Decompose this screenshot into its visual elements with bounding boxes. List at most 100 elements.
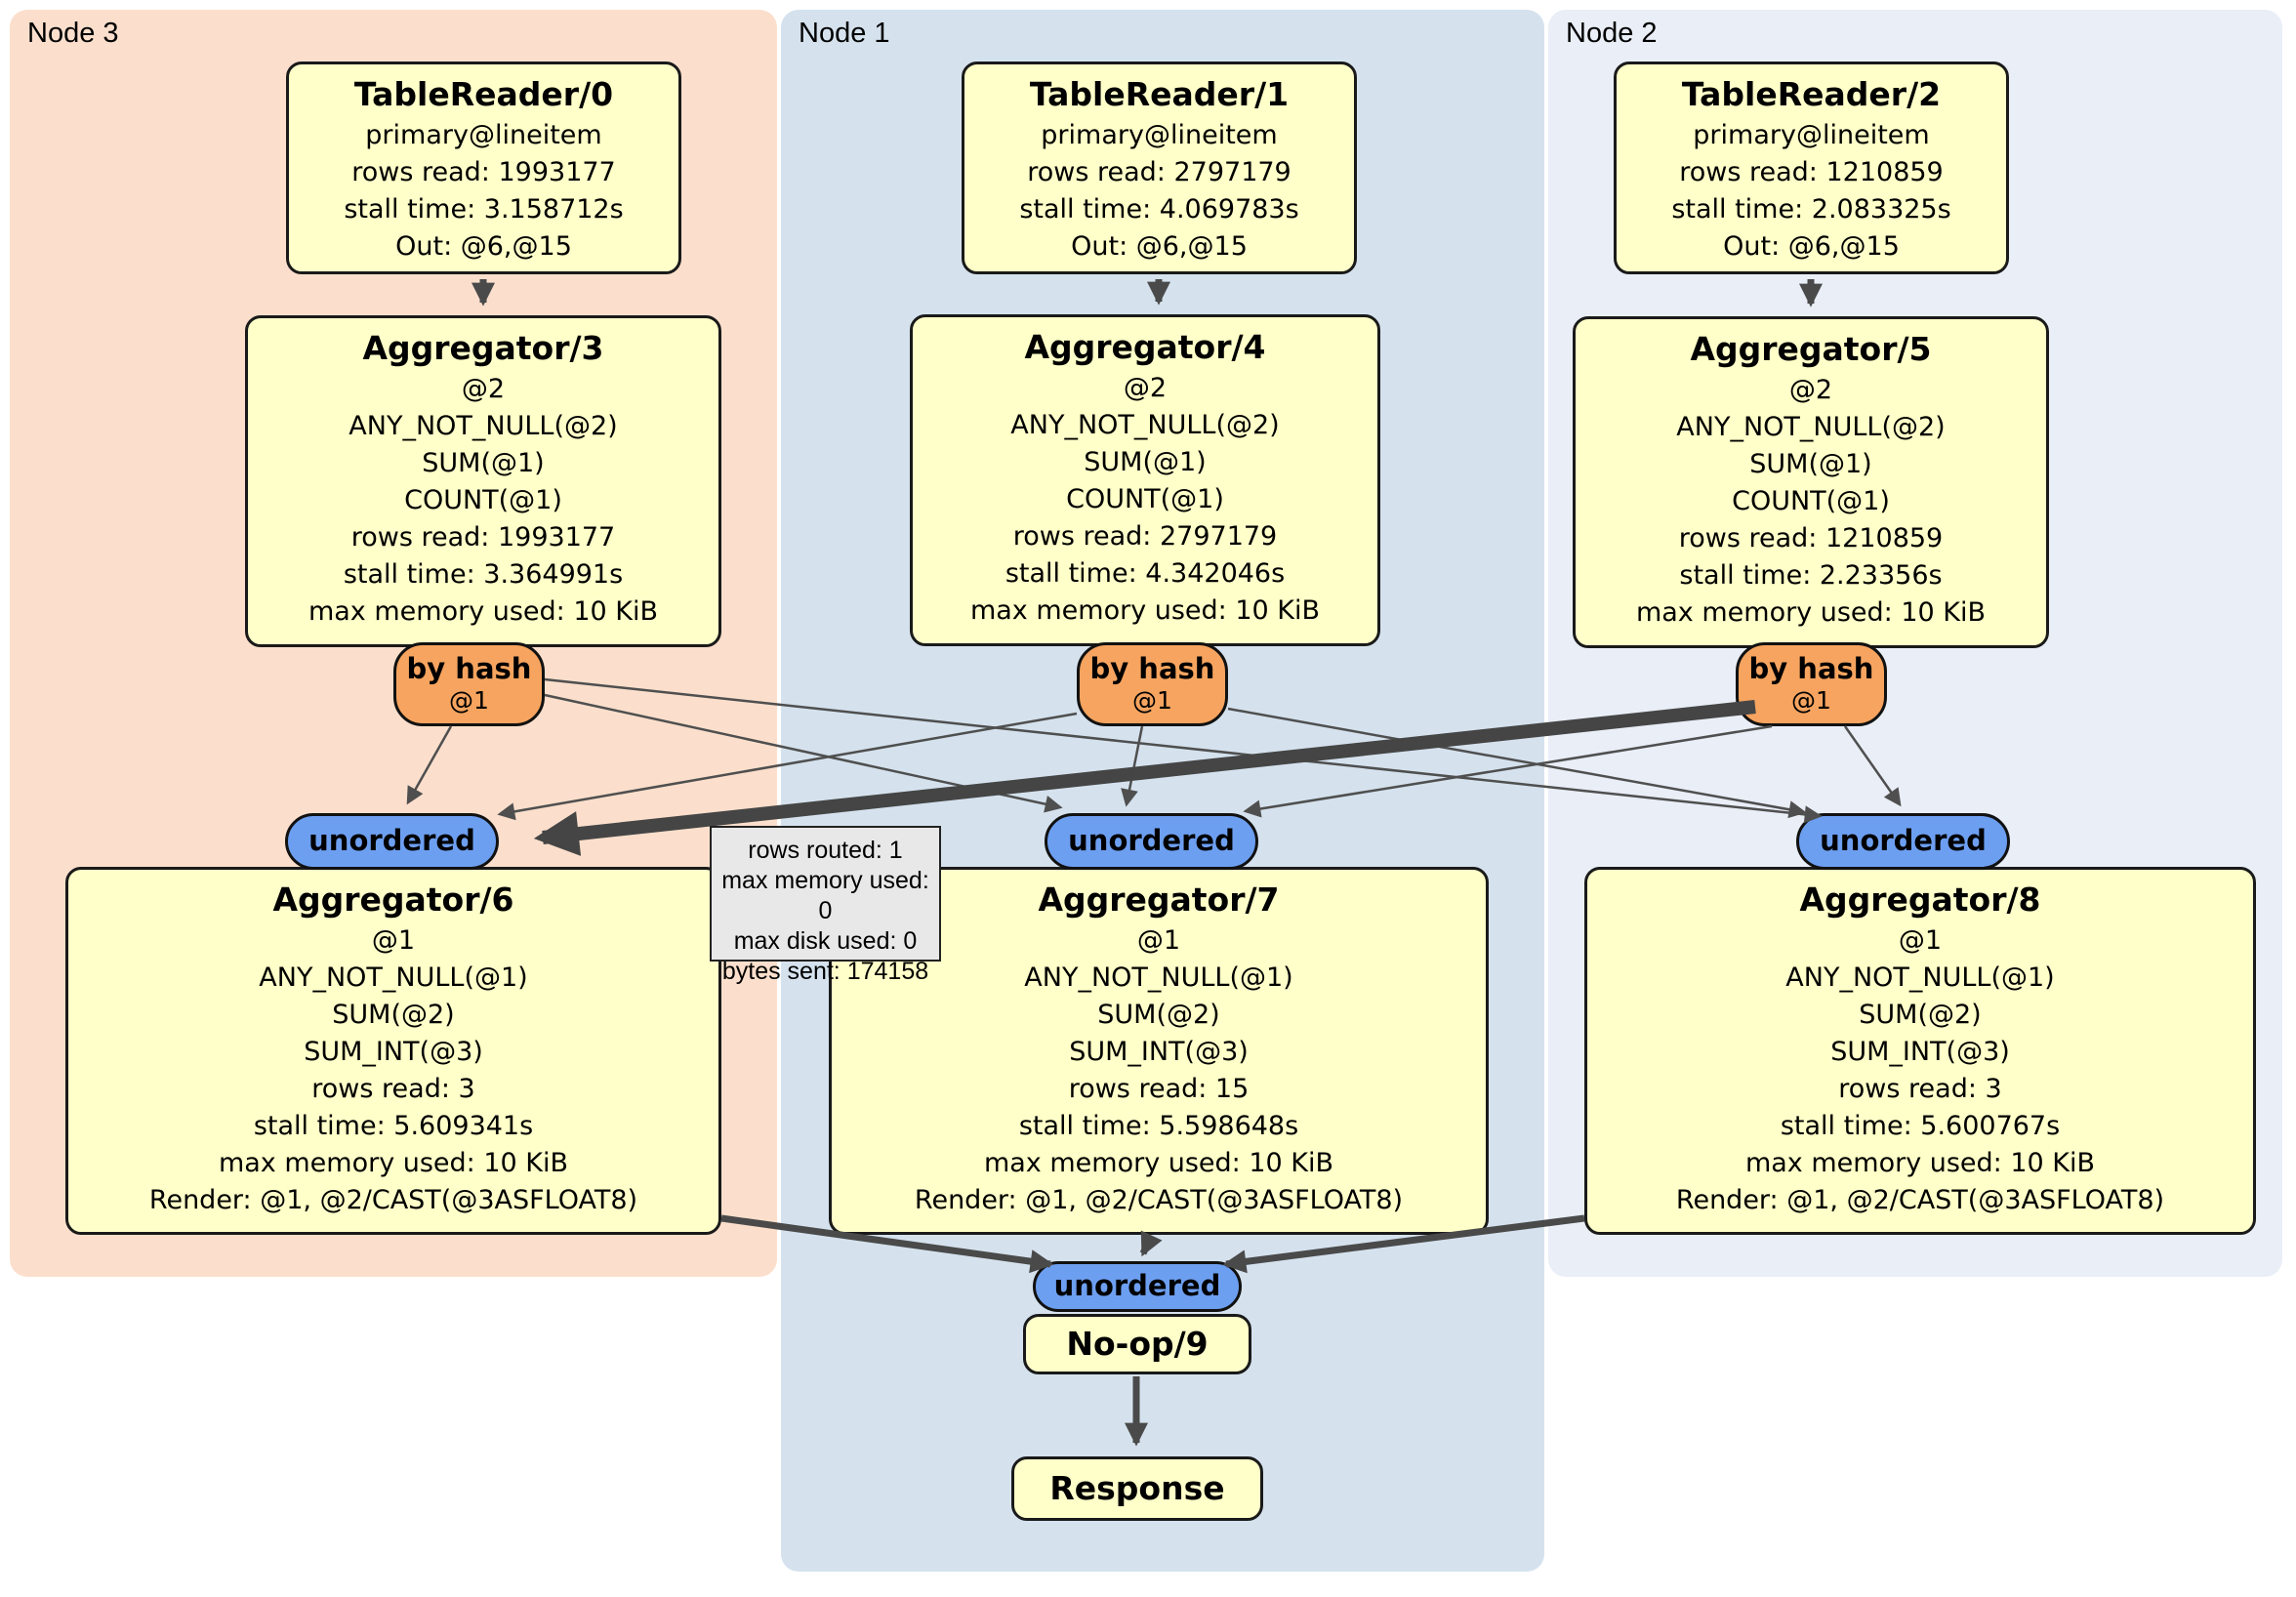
processor-detail: SUM(@1) xyxy=(1084,447,1207,477)
processor-title: Aggregator/6 xyxy=(272,880,514,919)
processor-detail: rows read: 2797179 xyxy=(1012,521,1278,552)
edge-byhash3-unordered3[interactable] xyxy=(406,725,453,805)
processor-detail: @1 xyxy=(1898,925,1943,956)
tooltip-line: max memory used: 0 xyxy=(721,867,929,924)
edge-byhash1-unordered3[interactable] xyxy=(497,712,1078,821)
edge-byhash3-unordered2[interactable] xyxy=(544,677,1823,824)
processor-detail: stall time: 4.342046s xyxy=(1004,558,1286,589)
tooltip-line: rows routed: 1 xyxy=(748,837,903,864)
sync-unordered-node3[interactable]: unordered xyxy=(285,813,499,870)
processor-detail: rows read: 1993177 xyxy=(351,157,616,187)
processor-detail: ANY_NOT_NULL(@2) xyxy=(1010,410,1280,440)
processor-detail: COUNT(@1) xyxy=(1066,484,1224,514)
processor-detail: rows read: 3 xyxy=(311,1074,475,1104)
processor-detail: @2 xyxy=(1123,373,1168,403)
processor-title: TableReader/1 xyxy=(1029,75,1290,113)
edge-byhash2-unordered3-highlighted[interactable] xyxy=(533,700,1756,856)
processor-title: Aggregator/7 xyxy=(1038,880,1280,919)
processor-detail: rows read: 1993177 xyxy=(350,522,616,553)
router-hash-column: @1 xyxy=(449,686,489,715)
edge-byhash1-unordered1[interactable] xyxy=(1121,725,1144,807)
processor-detail: ANY_NOT_NULL(@1) xyxy=(259,962,528,993)
processor-title: TableReader/2 xyxy=(1681,75,1942,113)
processor-title: Response xyxy=(1049,1469,1225,1507)
processor-detail: rows read: 3 xyxy=(1838,1074,2002,1104)
processor-tablereader-1: TableReader/1 primary@lineitem rows read… xyxy=(962,61,1357,274)
processor-detail: @1 xyxy=(371,925,416,956)
processor-detail: max memory used: 10 KiB xyxy=(308,596,659,627)
processor-detail: SUM(@2) xyxy=(332,1000,455,1030)
processor-detail: COUNT(@1) xyxy=(404,485,562,515)
processor-detail: Render: @1, @2/CAST(@3ASFLOAT8) xyxy=(1675,1185,2165,1215)
router-label: by hash xyxy=(1748,652,1874,685)
processor-detail: @1 xyxy=(1136,925,1181,956)
processor-detail: max memory used: 10 KiB xyxy=(969,595,1321,626)
processor-detail: rows read: 15 xyxy=(1068,1074,1250,1104)
processor-tablereader-0: TableReader/0 primary@lineitem rows read… xyxy=(286,61,681,274)
processor-title: Aggregator/4 xyxy=(1024,328,1266,366)
edge-byhash1-unordered2[interactable] xyxy=(1227,707,1807,819)
stream-stats-tooltip: rows routed: 1 max memory used: 0 max di… xyxy=(710,826,941,985)
processor-detail: stall time: 5.598648s xyxy=(1018,1111,1299,1141)
router-by-hash-node1[interactable]: by hash @1 xyxy=(1077,642,1228,726)
router-label: by hash xyxy=(406,652,532,685)
router-hash-column: @1 xyxy=(1791,686,1831,715)
processor-detail: stall time: 2.23356s xyxy=(1679,560,1943,591)
node2-label: Node 2 xyxy=(1566,18,1658,49)
processor-detail: SUM(@2) xyxy=(1097,1000,1220,1030)
processor-detail: SUM_INT(@3) xyxy=(1069,1037,1249,1067)
processor-detail: rows read: 1210859 xyxy=(1679,157,1944,187)
processor-detail: rows read: 2797179 xyxy=(1027,157,1292,187)
processor-detail: SUM(@1) xyxy=(422,448,545,478)
edge-byhash2-unordered1[interactable] xyxy=(1243,724,1773,818)
processor-detail: ANY_NOT_NULL(@2) xyxy=(1676,412,1946,442)
processor-detail: ANY_NOT_NULL(@2) xyxy=(348,411,618,441)
processor-detail: Render: @1, @2/CAST(@3ASFLOAT8) xyxy=(914,1185,1404,1215)
router-by-hash-node2[interactable]: by hash @1 xyxy=(1736,642,1887,726)
processor-detail: rows read: 1210859 xyxy=(1678,523,1944,553)
processor-response: Response xyxy=(1011,1456,1263,1521)
processor-detail: stall time: 4.069783s xyxy=(1019,194,1299,225)
edge-agg8-final[interactable] xyxy=(1222,1214,1585,1274)
processor-detail: ANY_NOT_NULL(@1) xyxy=(1024,962,1293,993)
processor-detail: primary@lineitem xyxy=(365,120,602,150)
processor-aggregator-5: Aggregator/5 @2 ANY_NOT_NULL(@2) SUM(@1)… xyxy=(1573,316,2049,648)
processor-detail: stall time: 3.158712s xyxy=(344,194,624,225)
processor-aggregator-4: Aggregator/4 @2 ANY_NOT_NULL(@2) SUM(@1)… xyxy=(910,314,1380,646)
processor-detail: Out: @6,@15 xyxy=(1723,231,1900,262)
tooltip-line: max disk used: 0 xyxy=(733,927,918,955)
processor-detail: max memory used: 10 KiB xyxy=(1635,597,1987,628)
processor-detail: Render: @1, @2/CAST(@3ASFLOAT8) xyxy=(148,1185,638,1215)
processor-tablereader-2: TableReader/2 primary@lineitem rows read… xyxy=(1614,61,2009,274)
sync-unordered-node1[interactable]: unordered xyxy=(1045,813,1258,870)
edge-agg6-final[interactable] xyxy=(720,1214,1054,1274)
processor-aggregator-7: Aggregator/7 @1 ANY_NOT_NULL(@1) SUM(@2)… xyxy=(829,867,1489,1235)
edge-byhash2-unordered2[interactable] xyxy=(1843,725,1902,807)
processor-detail: SUM_INT(@3) xyxy=(304,1037,483,1067)
router-hash-column: @1 xyxy=(1132,686,1172,715)
edge-agg7-final[interactable] xyxy=(1139,1230,1163,1257)
router-by-hash-node3[interactable]: by hash @1 xyxy=(393,642,545,726)
router-label: by hash xyxy=(1089,652,1215,685)
tooltip-line: bytes sent: 174158 xyxy=(721,958,929,985)
processor-detail: stall time: 3.364991s xyxy=(343,559,624,590)
processor-detail: SUM(@2) xyxy=(1859,1000,1982,1030)
sync-unordered-final[interactable]: unordered xyxy=(1033,1261,1242,1312)
node3-label: Node 3 xyxy=(27,18,119,49)
processor-detail: max memory used: 10 KiB xyxy=(218,1148,569,1178)
processor-detail: max memory used: 10 KiB xyxy=(1744,1148,2096,1178)
processor-detail: primary@lineitem xyxy=(1041,120,1278,150)
processor-detail: SUM_INT(@3) xyxy=(1830,1037,2010,1067)
processor-aggregator-3: Aggregator/3 @2 ANY_NOT_NULL(@2) SUM(@1)… xyxy=(245,315,721,647)
processor-noop-9: No-op/9 xyxy=(1023,1314,1251,1374)
processor-title: Aggregator/8 xyxy=(1799,880,2041,919)
processor-detail: ANY_NOT_NULL(@1) xyxy=(1785,962,2055,993)
sync-unordered-node2[interactable]: unordered xyxy=(1796,813,2010,870)
processor-detail: stall time: 2.083325s xyxy=(1671,194,1951,225)
processor-title: No-op/9 xyxy=(1066,1325,1209,1363)
processor-aggregator-6: Aggregator/6 @1 ANY_NOT_NULL(@1) SUM(@2)… xyxy=(65,867,721,1235)
processor-detail: stall time: 5.600767s xyxy=(1780,1111,2061,1141)
processor-title: Aggregator/3 xyxy=(362,329,604,367)
